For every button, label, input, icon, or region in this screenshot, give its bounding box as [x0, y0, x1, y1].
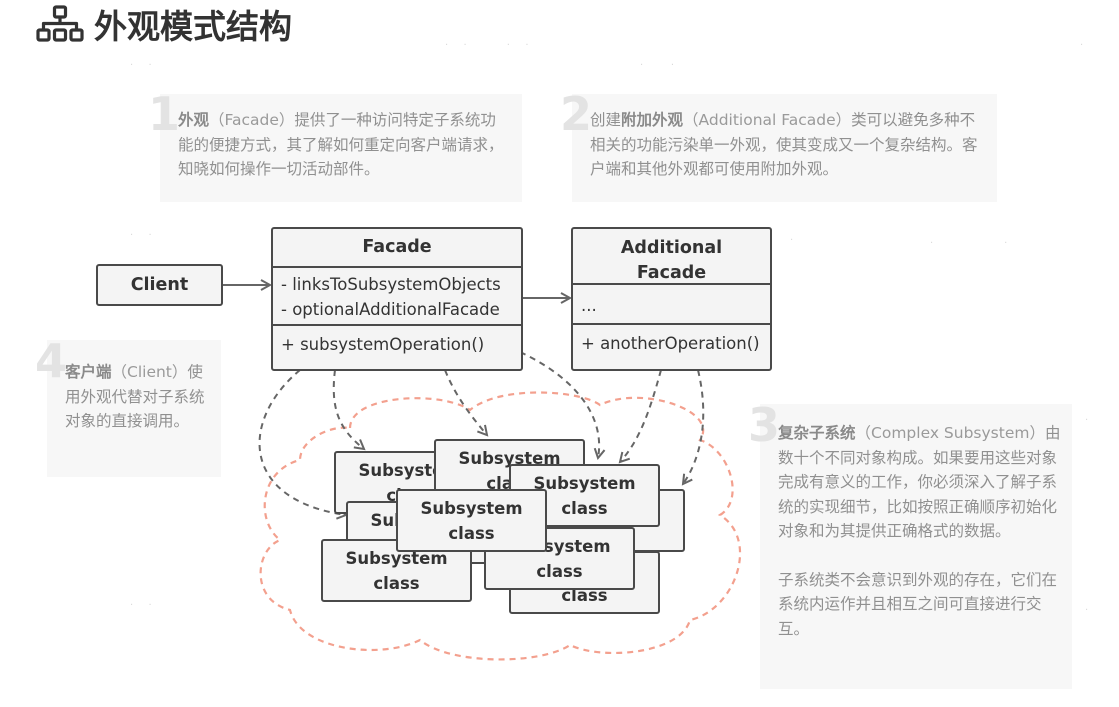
note-number: 4 — [35, 334, 68, 388]
additional-facade-methods: + anotherOperation() — [573, 323, 770, 359]
note-paren: （Additional Facade） — [683, 111, 852, 129]
note-pre: 创建 — [590, 111, 622, 129]
note-bold: 外观 — [178, 111, 210, 129]
note-client: 4 客户端（Client）使用外观代替对子系统对象的直接调用。 — [35, 338, 221, 477]
dot-pattern: · · — [130, 60, 155, 71]
title-text: 外观模式结构 — [94, 7, 292, 46]
additional-facade-name: Additional Facade — [573, 229, 770, 283]
note-body: 使用外观代替对子系统对象的直接调用。 — [65, 363, 205, 430]
note-bold: 复杂子系统 — [778, 424, 856, 442]
dot-pattern: · · — [130, 600, 155, 611]
subsystem-class-label: class — [536, 562, 583, 581]
page-title: 外观模式结构 — [36, 2, 292, 46]
subsystem-class-label: class — [448, 524, 495, 543]
dot-pattern: · · · · — [445, 40, 532, 51]
note-body: 类可以避免多种不相关的功能污染单一外观，使其变成又一个复杂结构。客户端和其他外观… — [590, 111, 978, 178]
subsystem-class-label: class — [373, 574, 420, 593]
note-text: 创建附加外观（Additional Facade）类可以避免多种不相关的功能污染… — [590, 108, 985, 182]
dot-pattern: · · — [130, 230, 155, 241]
note-text: 复杂子系统（Complex Subsystem）由数十个不同对象构成。如果要用这… — [778, 421, 1063, 641]
facade-fields: - linksToSubsystemObjects - optionalAddi… — [273, 266, 521, 324]
note-para2: 子系统类不会意识到外观的存在，它们在系统内运作并且相互之间可直接进行交互。 — [778, 570, 1058, 638]
facade-method: + subsystemOperation() — [281, 335, 485, 354]
facade-name: Facade — [362, 237, 432, 257]
dependency-arrow — [332, 369, 366, 451]
dependency-arrow — [444, 369, 489, 437]
additional-facade-name-line: Additional — [620, 238, 723, 258]
additional-facade-box: Additional Facade ... + anotherOperation… — [571, 227, 772, 371]
dependency-arrow — [618, 369, 662, 464]
hierarchy-icon — [36, 5, 84, 42]
subsystem-class-label: Subsystem — [420, 499, 523, 518]
dot-pattern: · · — [640, 60, 678, 71]
facade-field: - linksToSubsystemObjects — [281, 275, 501, 294]
dot-pattern: · — [1080, 40, 1087, 51]
note-number: 3 — [748, 398, 781, 452]
subsystem-class-label: Subsystem — [533, 474, 636, 493]
facade-methods: + subsystemOperation() — [273, 324, 521, 360]
note-body: 由数十个不同对象构成。如果要用这些对象完成有意义的工作，你必须深入了解子系统的实… — [778, 424, 1061, 540]
subsystem-cloud — [259, 391, 741, 661]
note-number: 2 — [560, 87, 593, 141]
note-additional-facade: 2 创建附加外观（Additional Facade）类可以避免多种不相关的功能… — [560, 91, 997, 202]
facade-field: - optionalAdditionalFacade — [281, 300, 500, 319]
note-bold: 客户端 — [65, 363, 112, 381]
note-facade: 1 外观（Facade）提供了一种访问特定子系统功能的便捷方式，其了解如何重定向… — [148, 91, 522, 202]
subsystem-class-label: Subsystem — [345, 549, 448, 568]
note-number: 1 — [148, 87, 181, 141]
additional-facade-name-line: Facade — [636, 263, 707, 283]
dependency-arrow — [681, 369, 705, 486]
client-box: Client — [96, 264, 223, 306]
subsystem-class-label: class — [561, 499, 608, 518]
subsystem-class-label: Subsystem — [458, 449, 561, 468]
dot-pattern: · · — [930, 238, 1011, 249]
dot-pattern: · — [790, 235, 797, 246]
dot-pattern: · — [1085, 415, 1092, 426]
additional-facade-fields: ... — [573, 283, 770, 323]
client-label: Client — [130, 275, 189, 295]
subsystem-class-box: Subsystem class — [396, 489, 547, 552]
note-paren: （Complex Subsystem） — [855, 424, 1045, 442]
subsystem-class-label: class — [561, 586, 608, 605]
note-text: 客户端（Client）使用外观代替对子系统对象的直接调用。 — [65, 360, 213, 434]
note-text: 外观（Facade）提供了一种访问特定子系统功能的便捷方式，其了解如何重定向客户… — [178, 108, 508, 182]
note-paren: （Client） — [111, 363, 188, 381]
note-bold: 附加外观 — [621, 111, 684, 129]
note-complex-subsystem: 3 复杂子系统（Complex Subsystem）由数十个不同对象构成。如果要… — [748, 402, 1072, 689]
dependency-arrow — [519, 351, 606, 461]
additional-facade-method: + anotherOperation() — [581, 334, 760, 353]
note-body: 提供了一种访问特定子系统功能的便捷方式，其了解如何重定向客户端请求，知晓如何操作… — [178, 111, 504, 178]
additional-facade-field: ... — [581, 296, 597, 315]
note-paren: （Facade） — [209, 111, 295, 129]
dot-pattern: · — [1085, 605, 1092, 616]
facade-box: Facade - linksToSubsystemObjects - optio… — [271, 227, 523, 371]
